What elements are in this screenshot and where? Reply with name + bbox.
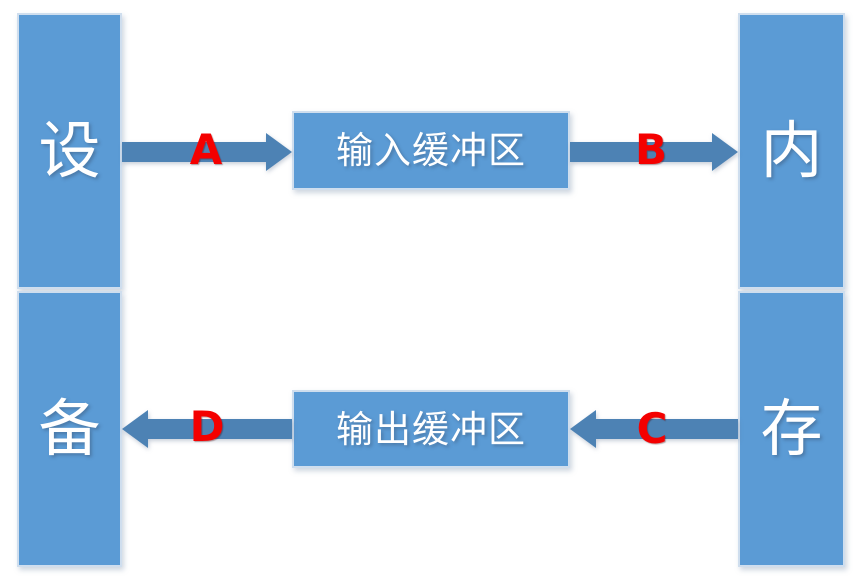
arrow-label-a: A [189, 125, 223, 175]
device-node-bottom: 备 [17, 291, 122, 567]
input-buffer-label: 输入缓冲区 [336, 129, 526, 172]
memory-node-bottom: 存 [738, 291, 845, 567]
arrow-b-shaft [570, 142, 713, 162]
memory-top-label: 内 [760, 114, 823, 187]
device-bottom-label: 备 [38, 392, 101, 465]
device-top-label: 设 [38, 114, 101, 187]
arrow-c-shaft [595, 419, 738, 439]
arrow-label-c: C [636, 404, 668, 454]
arrow-label-d: D [189, 402, 225, 452]
arrow-d-shaft [147, 419, 292, 439]
arrow-c-memory-to-output-buffer [570, 410, 738, 448]
arrow-label-b: B [634, 125, 668, 175]
input-buffer-node: 输入缓冲区 [292, 111, 570, 190]
arrow-b-right-arrowhead-icon [712, 133, 738, 171]
arrow-d-output-buffer-to-device [122, 410, 292, 448]
arrow-a-device-to-input-buffer [122, 133, 292, 171]
arrow-c-left-arrowhead-icon [570, 410, 596, 448]
output-buffer-node: 输出缓冲区 [292, 390, 570, 468]
device-node-top: 设 [17, 13, 122, 289]
memory-node-top: 内 [738, 13, 845, 289]
arrow-a-shaft [122, 142, 267, 162]
arrow-a-right-arrowhead-icon [266, 133, 292, 171]
arrow-d-left-arrowhead-icon [122, 410, 148, 448]
arrow-b-input-buffer-to-memory [570, 133, 738, 171]
output-buffer-label: 输出缓冲区 [336, 407, 526, 451]
memory-bottom-label: 存 [760, 392, 823, 465]
